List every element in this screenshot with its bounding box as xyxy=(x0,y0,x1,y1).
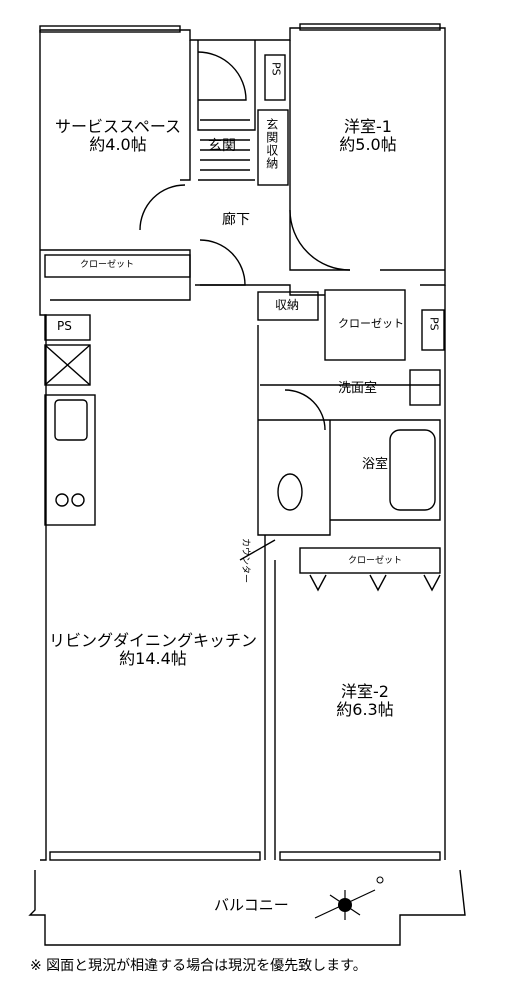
hall-door xyxy=(199,239,246,286)
closet-w2-box xyxy=(299,547,441,574)
room-label-service-space: サービススペース 約4.0帖 xyxy=(48,117,188,155)
room-size: 約14.4帖 xyxy=(119,649,187,669)
balcony-outline xyxy=(28,869,466,946)
bottom-window-right xyxy=(279,851,441,861)
ps-top-label: PS xyxy=(269,62,283,76)
sink xyxy=(54,399,88,441)
entrance-storage-label: 玄関収納 xyxy=(264,118,279,170)
counter-line xyxy=(239,539,276,561)
closet-label-w2: クローゼット xyxy=(348,556,403,566)
washbasin xyxy=(409,369,441,406)
fridge-space xyxy=(44,344,91,386)
balcony-label: バルコニー xyxy=(214,896,289,914)
footnote: ※ 図面と現況が相違する場合は現況を優先致します。 xyxy=(30,958,367,974)
western1-walls xyxy=(289,40,445,271)
entrance-label: 玄関 xyxy=(208,138,236,154)
stove-1 xyxy=(55,493,69,507)
closet-label-top: クローゼット xyxy=(80,260,135,270)
ps-left-label: PS xyxy=(57,319,72,333)
closet-top-box xyxy=(44,254,191,278)
top-window-right xyxy=(299,23,441,31)
ps-right-box xyxy=(421,309,445,351)
room-label-ldk: リビングダイニングキッチン 約14.4帖 xyxy=(48,631,258,669)
service-door xyxy=(139,184,186,231)
entry-door-arc xyxy=(197,51,247,101)
entry-walls xyxy=(197,40,256,181)
bottom-window-left xyxy=(49,851,261,861)
room-name: サービススペース xyxy=(54,117,182,136)
ps-left-box xyxy=(44,314,91,341)
room-name: 洋室-2 xyxy=(341,682,389,701)
washroom-label: 洗面室 xyxy=(338,381,378,396)
hallway-walls xyxy=(195,284,325,296)
storage-label: 収納 xyxy=(275,298,300,312)
room-label-western2: 洋室-2 約6.3帖 xyxy=(310,682,420,720)
stove-2 xyxy=(71,493,85,507)
room-name: リビングダイニングキッチン xyxy=(48,631,257,650)
entrance-storage-box xyxy=(257,109,289,186)
western1-door xyxy=(289,209,351,271)
room-size: 約4.0帖 xyxy=(89,135,147,155)
kitchen-counter xyxy=(44,394,96,526)
room-size: 約5.0帖 xyxy=(339,135,397,155)
room-label-western1: 洋室-1 約5.0帖 xyxy=(318,117,418,155)
ps-right-label: PS xyxy=(427,317,441,331)
counter-label: カウンター xyxy=(240,538,250,584)
closet-mid-box xyxy=(324,289,406,361)
wash-door xyxy=(284,389,326,431)
top-window-left xyxy=(39,25,181,33)
exterior-wall xyxy=(40,27,446,286)
room-size: 約6.3帖 xyxy=(336,700,394,720)
compass-icon xyxy=(314,876,384,920)
room-name: 洋室-1 xyxy=(344,117,392,136)
closet-w2-door-marks xyxy=(309,574,441,592)
bathtub xyxy=(389,429,436,511)
closet-label-mid: クローゼット xyxy=(338,317,404,330)
ps-top-box xyxy=(264,54,286,101)
bathroom-label: 浴室 xyxy=(362,457,389,472)
entry-stairs xyxy=(200,119,250,171)
storage-box xyxy=(257,291,319,321)
partition xyxy=(264,535,276,860)
hallway-label: 廊下 xyxy=(222,212,250,228)
toilet xyxy=(277,473,303,511)
